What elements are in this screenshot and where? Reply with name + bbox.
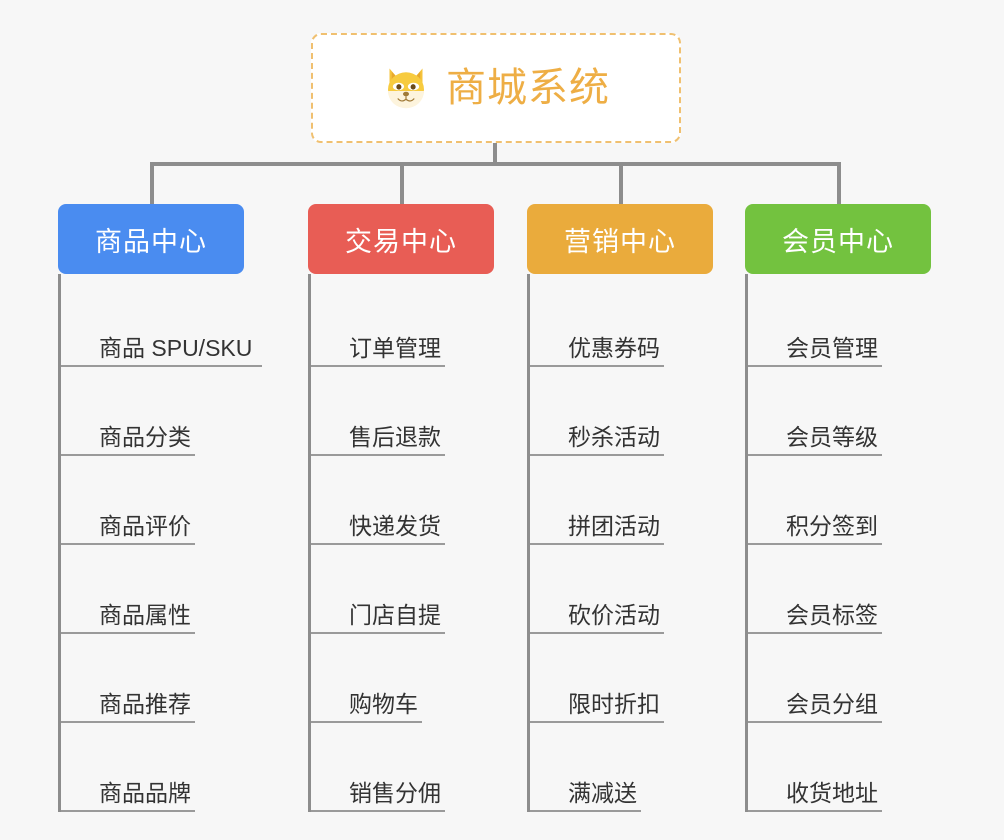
list-item-label: 限时折扣 xyxy=(530,689,664,723)
list-item[interactable]: 会员标签 xyxy=(748,545,931,634)
list-item[interactable]: 商品 SPU/SKU xyxy=(61,278,263,367)
list-item-label: 会员等级 xyxy=(748,422,882,456)
branch-header-label: 交易中心 xyxy=(345,226,457,257)
branch-member-center: 会员中心 会员管理 会员等级 积分签到 会员标签 会员分组 收货地址 xyxy=(745,204,931,812)
branch-header-product-center[interactable]: 商品中心 xyxy=(58,204,244,274)
list-item-label: 售后退款 xyxy=(311,422,445,456)
branch-trade-center: 交易中心 订单管理 售后退款 快递发货 门店自提 购物车 销售分佣 xyxy=(308,204,494,812)
list-item-label: 会员标签 xyxy=(748,600,882,634)
list-item-label: 商品 SPU/SKU xyxy=(61,333,263,367)
branch-header-label: 商品中心 xyxy=(95,226,207,257)
list-item[interactable]: 快递发货 xyxy=(311,456,494,545)
list-item[interactable]: 订单管理 xyxy=(311,278,494,367)
connector-root-stem xyxy=(493,143,497,166)
list-item[interactable]: 拼团活动 xyxy=(530,456,713,545)
connector-drop-product-center xyxy=(150,162,154,204)
list-item-label: 商品推荐 xyxy=(61,689,195,723)
connector-drop-member-center xyxy=(837,162,841,204)
list-item[interactable]: 会员管理 xyxy=(748,278,931,367)
list-item-label: 会员管理 xyxy=(748,333,882,367)
branch-marketing-center: 营销中心 优惠券码 秒杀活动 拼团活动 砍价活动 限时折扣 满减送 xyxy=(527,204,713,812)
branch-items-trade-center: 订单管理 售后退款 快递发货 门店自提 购物车 销售分佣 xyxy=(308,274,494,812)
list-item[interactable]: 积分签到 xyxy=(748,456,931,545)
list-item-label: 商品品牌 xyxy=(61,778,195,812)
list-item[interactable]: 砍价活动 xyxy=(530,545,713,634)
list-item[interactable]: 优惠券码 xyxy=(530,278,713,367)
list-item-label: 砍价活动 xyxy=(530,600,664,634)
list-item-label: 满减送 xyxy=(530,778,641,812)
list-item-label: 商品属性 xyxy=(61,600,195,634)
list-item[interactable]: 会员等级 xyxy=(748,367,931,456)
list-item-label: 拼团活动 xyxy=(530,511,664,545)
list-item[interactable]: 商品属性 xyxy=(61,545,244,634)
root-node[interactable]: 商城系统 xyxy=(311,33,681,143)
connector-horizontal-bus xyxy=(150,162,840,166)
branch-items-marketing-center: 优惠券码 秒杀活动 拼团活动 砍价活动 限时折扣 满减送 xyxy=(527,274,713,812)
branch-header-label: 营销中心 xyxy=(564,226,676,257)
list-item[interactable]: 商品品牌 xyxy=(61,723,244,812)
list-item[interactable]: 限时折扣 xyxy=(530,634,713,723)
branch-header-label: 会员中心 xyxy=(782,226,894,257)
list-item[interactable]: 销售分佣 xyxy=(311,723,494,812)
connector-drop-trade-center xyxy=(400,162,404,204)
list-item-label: 购物车 xyxy=(311,689,422,723)
list-item[interactable]: 会员分组 xyxy=(748,634,931,723)
list-item[interactable]: 门店自提 xyxy=(311,545,494,634)
list-item[interactable]: 售后退款 xyxy=(311,367,494,456)
list-item-label: 快递发货 xyxy=(311,511,445,545)
list-item-label: 商品分类 xyxy=(61,422,195,456)
list-item-label: 积分签到 xyxy=(748,511,882,545)
dog-face-icon xyxy=(382,64,430,112)
list-item-label: 门店自提 xyxy=(311,600,445,634)
list-item-label: 收货地址 xyxy=(748,778,882,812)
root-title: 商城系统 xyxy=(446,66,610,110)
list-item-label: 销售分佣 xyxy=(311,778,445,812)
list-item[interactable]: 秒杀活动 xyxy=(530,367,713,456)
list-item[interactable]: 商品推荐 xyxy=(61,634,244,723)
list-item[interactable]: 满减送 xyxy=(530,723,713,812)
branch-product-center: 商品中心 商品 SPU/SKU 商品分类 商品评价 商品属性 商品推荐 商品品牌 xyxy=(58,204,263,812)
list-item-label: 会员分组 xyxy=(748,689,882,723)
list-item[interactable]: 收货地址 xyxy=(748,723,931,812)
list-item[interactable]: 商品评价 xyxy=(61,456,244,545)
list-item-label: 秒杀活动 xyxy=(530,422,664,456)
list-item-label: 订单管理 xyxy=(311,333,445,367)
branch-header-marketing-center[interactable]: 营销中心 xyxy=(527,204,713,274)
branch-header-trade-center[interactable]: 交易中心 xyxy=(308,204,494,274)
branch-header-member-center[interactable]: 会员中心 xyxy=(745,204,931,274)
list-item[interactable]: 商品分类 xyxy=(61,367,244,456)
connector-drop-marketing-center xyxy=(619,162,623,204)
list-item-label: 商品评价 xyxy=(61,511,195,545)
list-item[interactable]: 购物车 xyxy=(311,634,494,723)
branch-items-product-center: 商品 SPU/SKU 商品分类 商品评价 商品属性 商品推荐 商品品牌 xyxy=(58,274,263,812)
list-item-label: 优惠券码 xyxy=(530,333,664,367)
branch-items-member-center: 会员管理 会员等级 积分签到 会员标签 会员分组 收货地址 xyxy=(745,274,931,812)
